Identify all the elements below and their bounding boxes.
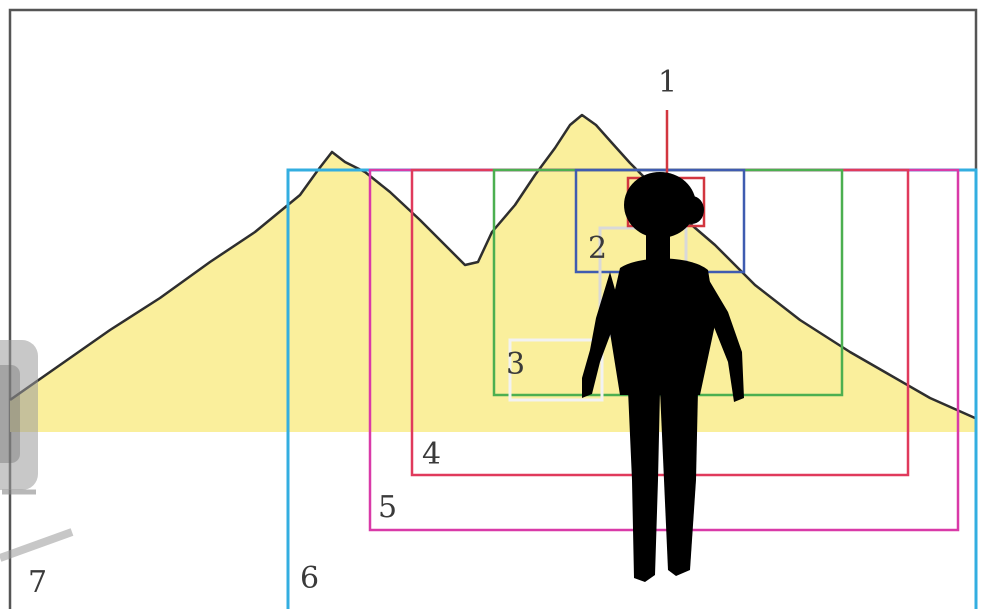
person-silhouette: [582, 172, 744, 582]
label-7: 7: [28, 565, 47, 600]
label-5: 5: [378, 490, 397, 525]
label-2: 2: [588, 231, 607, 266]
mountain-outline: [9, 113, 976, 420]
label-3: 3: [506, 347, 525, 382]
label-1: 1: [658, 65, 677, 100]
label-4: 4: [422, 437, 441, 472]
shot-box-3-inner: [508, 338, 604, 402]
label-6: 6: [300, 561, 319, 596]
camera-icon: [0, 340, 74, 562]
